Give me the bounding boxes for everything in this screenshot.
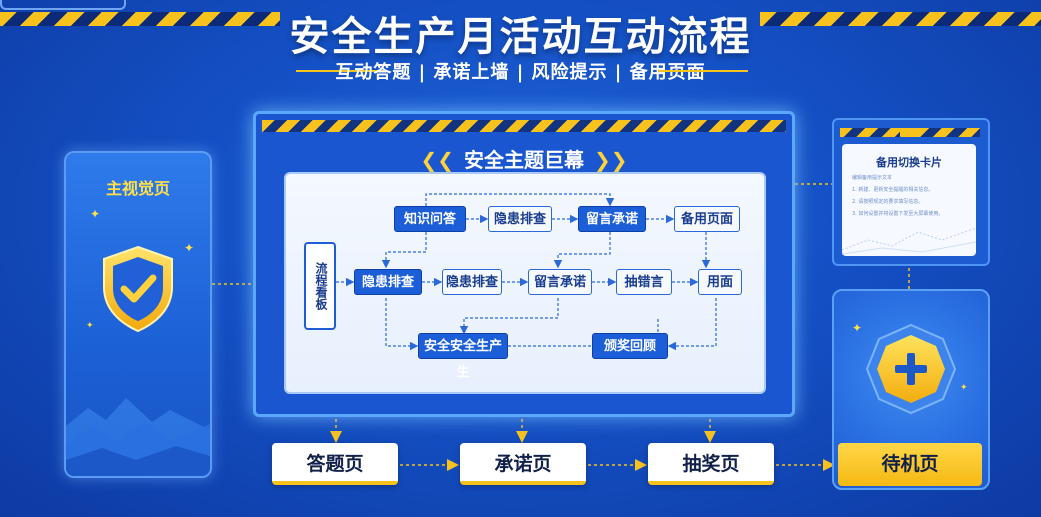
sparkle-icon: ✦ bbox=[852, 321, 863, 335]
sparkle-icon: ✦ bbox=[960, 383, 968, 393]
header-hazard-right bbox=[760, 12, 1041, 26]
page-title: 安全生产月活动互动流程 bbox=[289, 14, 752, 60]
sparkle-icon: ✦ bbox=[86, 321, 94, 331]
flow-node-knowledge-quiz[interactable]: 知识问答 bbox=[394, 206, 466, 232]
subtitle-line-right bbox=[658, 70, 748, 72]
shield-check-icon bbox=[103, 245, 173, 333]
flow-node-message-promise[interactable]: 留言承诺 bbox=[578, 206, 646, 232]
page-subtitle: 互动答题 | 承诺上墙 | 风险提示 | 备用页面 bbox=[335, 62, 706, 83]
backup-card-line: 1. 新建、更新安全提醒的相关信息。 bbox=[852, 187, 934, 193]
main-visual-panel[interactable]: 主视觉页 ✦ ✦ ✦ bbox=[64, 151, 212, 478]
standby-page-card[interactable]: 待机页 bbox=[838, 443, 982, 486]
subtitle-line-left bbox=[296, 70, 386, 72]
main-screen-title-text: 安全主题巨幕 bbox=[464, 148, 584, 172]
answer-page-card[interactable]: 答题页 bbox=[272, 443, 398, 485]
chevron-left-icon: ❮❮ bbox=[420, 148, 454, 172]
main-screen-title: ❮❮ 安全主题巨幕 ❯❯ bbox=[256, 144, 792, 173]
flow-node-end[interactable]: 用面 bbox=[698, 269, 742, 295]
card-badge bbox=[900, 128, 920, 137]
flow-node-safety-production[interactable]: 安全安全生产生 bbox=[418, 333, 508, 380]
header-tab-outline bbox=[0, 0, 126, 10]
flow-node-hazard-check[interactable]: 隐患排查 bbox=[488, 206, 552, 232]
chevron-right-icon: ❯❯ bbox=[594, 148, 628, 172]
sparkle-icon: ✦ bbox=[184, 241, 195, 255]
main-hazard-stripe bbox=[262, 120, 786, 132]
flow-node-award-review[interactable]: 颁奖回顾 bbox=[592, 333, 668, 359]
header-hazard-left bbox=[0, 12, 280, 26]
sparkle-icon: ✦ bbox=[90, 207, 101, 221]
flow-node-backup-page[interactable]: 备用页面 bbox=[674, 206, 740, 232]
backup-card-title: 备用切换卡片 bbox=[876, 156, 942, 169]
backup-card-line: 编辑备用提示文本 bbox=[852, 175, 893, 181]
backup-card: 备用切换卡片 编辑备用提示文本 1. 新建、更新安全提醒的相关信息。 2. 请按… bbox=[842, 144, 976, 256]
card-wave-decoration bbox=[842, 227, 976, 255]
backup-card-line: 2. 请按照规定的要求填写信息。 bbox=[852, 199, 924, 205]
backup-card-panel[interactable]: 备用切换卡片 编辑备用提示文本 1. 新建、更新安全提醒的相关信息。 2. 请按… bbox=[832, 118, 990, 266]
plus-badge-icon bbox=[865, 323, 957, 415]
main-visual-title: 主视觉页 bbox=[105, 179, 170, 198]
flow-board-connectors bbox=[336, 193, 717, 351]
flow-board: 流程看板 知识问答 隐患排查 留言承诺 备用页面 隐患排查 隐患排查 留言承诺 … bbox=[284, 172, 766, 394]
flow-node-lottery[interactable]: 抽错言 bbox=[616, 269, 672, 295]
promise-page-card[interactable]: 承诺页 bbox=[460, 443, 586, 485]
lottery-page-card[interactable]: 抽奖页 bbox=[648, 443, 774, 485]
flow-board-label: 流程看板 bbox=[304, 242, 336, 330]
flow-node-hazard-check-2[interactable]: 隐患排查 bbox=[354, 269, 422, 295]
main-screen-panel[interactable]: ❮❮ 安全主题巨幕 ❯❯ bbox=[253, 111, 795, 417]
backup-card-line: 3. 如何设置并将设置下发至大屏幕使用。 bbox=[852, 211, 944, 217]
flow-node-hazard-check-3[interactable]: 隐患排查 bbox=[442, 269, 502, 295]
mountain-decoration bbox=[66, 398, 210, 476]
flow-node-message-promise-2[interactable]: 留言承诺 bbox=[528, 269, 592, 295]
